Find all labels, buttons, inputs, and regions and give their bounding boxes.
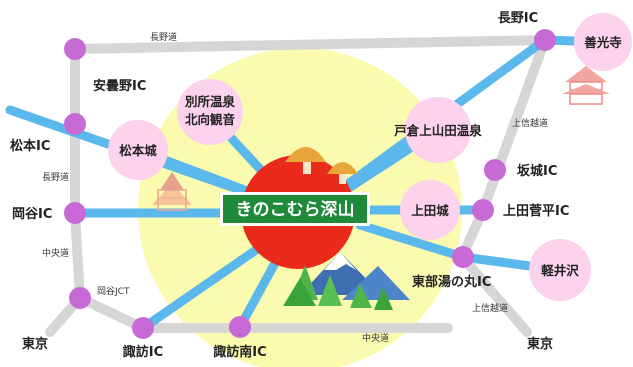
spot-zenkoji-label: 善光寺: [584, 35, 622, 50]
ic-node-matsumoto: [64, 113, 86, 135]
ic-label-okaya: 岡谷IC: [12, 206, 52, 222]
road-label-nagano-left: 長野道: [42, 171, 69, 183]
ic-label-okaya-jct: 岡谷JCT: [97, 286, 130, 297]
road-label-chuo-left: 中央道: [42, 247, 69, 259]
spot-karuizawa-label: 軽井沢: [541, 263, 579, 278]
ic-node-suwa: [132, 317, 154, 339]
ic-node-sakaki: [484, 159, 506, 181]
ic-label-tobu-yunomaru: 東部湯の丸IC: [412, 274, 491, 290]
ic-label-nagano: 長野IC: [498, 11, 538, 26]
spot-togura-label: 戸倉上山田温泉: [394, 123, 482, 138]
road-label-joshinetsu-lower: 上信越道: [472, 302, 508, 314]
spot-matsumoto-castle-label: 松本城: [119, 143, 157, 158]
spot-ueda-castle: 上田城: [400, 180, 460, 240]
spot-karuizawa: 軽井沢: [529, 239, 591, 301]
road-label-nagano-top: 長野道: [150, 31, 177, 43]
ic-label-suwa-minami: 諏訪南IC: [213, 344, 266, 360]
ic-node-nagano: [534, 29, 556, 51]
spot-togura: 戸倉上山田温泉: [394, 97, 482, 163]
joshinetsu-expressway: [457, 35, 550, 337]
ic-label-suwa: 諏訪IC: [123, 344, 163, 360]
castle-icon: [152, 172, 192, 211]
dest-tokyo-right: 東京: [527, 336, 553, 352]
spot-bessho-label-2: 北向観音: [185, 112, 236, 127]
ic-node-okaya: [64, 202, 86, 224]
road-label-joshinetsu-upper: 上信越道: [512, 117, 548, 129]
mushroom-icon: [285, 147, 358, 184]
spot-zenkoji: 善光寺: [574, 13, 632, 71]
dest-tokyo-left: 東京: [22, 336, 48, 352]
ic-label-ueda-sugadaira: 上田菅平IC: [503, 203, 569, 219]
ic-node-suwa-minami: [229, 316, 251, 338]
ic-label-azumino: 安曇野IC: [93, 78, 146, 94]
ic-nodes: [64, 29, 556, 339]
spot-bessho-label-1: 別所温泉: [184, 94, 236, 109]
ic-node-tobu-yunomaru: [452, 246, 474, 268]
ic-node-ueda-sugadaira: [472, 199, 494, 221]
spot-matsumoto-castle: 松本城: [108, 120, 168, 180]
spot-bessho: 別所温泉 北向観音: [177, 79, 243, 145]
ic-label-sakaki: 坂城IC: [517, 163, 557, 179]
ic-node-nagano-top-left: [64, 38, 86, 60]
nagano-expressway-top: [70, 35, 550, 54]
center-sign: きのこむら深山: [220, 192, 370, 226]
ic-node-okaya-jct: [69, 287, 91, 309]
spot-ueda-castle-label: 上田城: [411, 203, 449, 218]
temple-icon: [562, 66, 610, 105]
road-label-chuo-bottom: 中央道: [362, 332, 389, 344]
highway-network: [45, 35, 550, 337]
ic-label-matsumoto: 松本IC: [10, 138, 50, 154]
tree-icon: [283, 265, 393, 310]
road-tobu-yunomaru: [355, 220, 468, 262]
center-label: きのこむら深山: [236, 199, 355, 220]
